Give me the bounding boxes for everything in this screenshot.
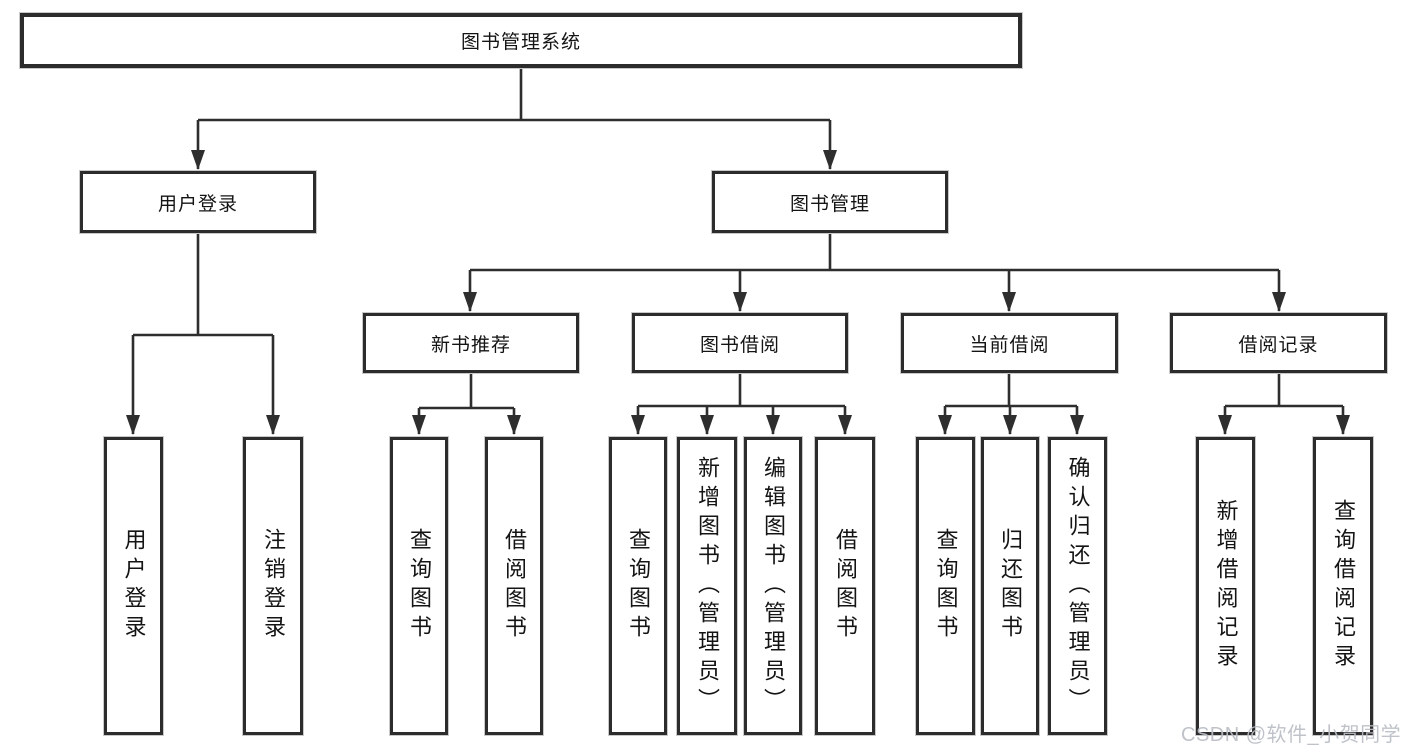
- leaf-newbook-borrow-books-label: 借阅图书: [502, 528, 527, 644]
- node-user-login-label: 用户登录: [157, 193, 238, 215]
- leaf-user-login: 用户登录: [104, 437, 163, 735]
- node-borrowing-records: 借阅记录: [1170, 313, 1387, 373]
- leaf-borrowing-edit-books-admin-label: 编辑图书（管理员）: [761, 455, 786, 717]
- leaf-borrowing-edit-books-admin: 编辑图书（管理员）: [744, 437, 802, 735]
- node-user-login: 用户登录: [80, 171, 316, 233]
- leaf-records-add-record: 新增借阅记录: [1196, 437, 1255, 735]
- node-current-borrowing: 当前借阅: [901, 313, 1118, 373]
- leaf-newbook-query-books-label: 查询图书: [407, 528, 432, 644]
- leaf-borrowing-borrow-books-label: 借阅图书: [833, 528, 858, 644]
- leaf-user-login-label: 用户登录: [121, 528, 147, 644]
- node-current-borrowing-label: 当前借阅: [969, 334, 1050, 356]
- leaf-borrowing-query-books: 查询图书: [609, 437, 667, 735]
- node-new-book-recommend-label: 新书推荐: [430, 334, 511, 356]
- leaf-borrowing-add-books-admin: 新增图书（管理员）: [677, 437, 737, 735]
- leaf-logout: 注销登录: [243, 437, 303, 735]
- leaf-records-add-record-label: 新增借阅记录: [1213, 499, 1239, 673]
- node-book-borrowing: 图书借阅: [632, 313, 848, 373]
- leaf-logout-label: 注销登录: [261, 528, 286, 644]
- leaf-borrowing-query-books-label: 查询图书: [626, 528, 651, 644]
- leaf-newbook-borrow-books: 借阅图书: [485, 437, 543, 735]
- node-book-management-label: 图书管理: [789, 193, 870, 215]
- tree-rails: [133, 68, 1343, 410]
- leaf-current-confirm-return-admin: 确认归还（管理员）: [1048, 437, 1107, 735]
- leaf-current-return-books-label: 归还图书: [998, 528, 1023, 644]
- tree-arrows: [126, 120, 1350, 435]
- leaf-borrowing-add-books-admin-label: 新增图书（管理员）: [695, 455, 720, 717]
- watermark: CSDN @软件_小贺同学: [1181, 724, 1402, 746]
- leaf-records-query-record: 查询借阅记录: [1313, 437, 1373, 735]
- leaf-current-query-books: 查询图书: [916, 437, 975, 735]
- node-library-management-system: 图书管理系统: [20, 13, 1022, 68]
- leaf-current-confirm-return-admin-label: 确认归还（管理员）: [1065, 455, 1091, 717]
- leaf-newbook-query-books: 查询图书: [390, 437, 448, 735]
- node-borrowing-records-label: 借阅记录: [1238, 334, 1319, 356]
- leaf-current-query-books-label: 查询图书: [933, 528, 959, 644]
- leaf-current-return-books: 归还图书: [981, 437, 1039, 735]
- node-book-management: 图书管理: [712, 171, 948, 233]
- node-book-borrowing-label: 图书借阅: [699, 334, 780, 356]
- node-library-management-system-label: 图书管理系统: [460, 32, 581, 53]
- leaf-borrowing-borrow-books: 借阅图书: [815, 437, 875, 735]
- node-new-book-recommend: 新书推荐: [363, 313, 579, 373]
- leaf-records-query-record-label: 查询借阅记录: [1331, 499, 1356, 673]
